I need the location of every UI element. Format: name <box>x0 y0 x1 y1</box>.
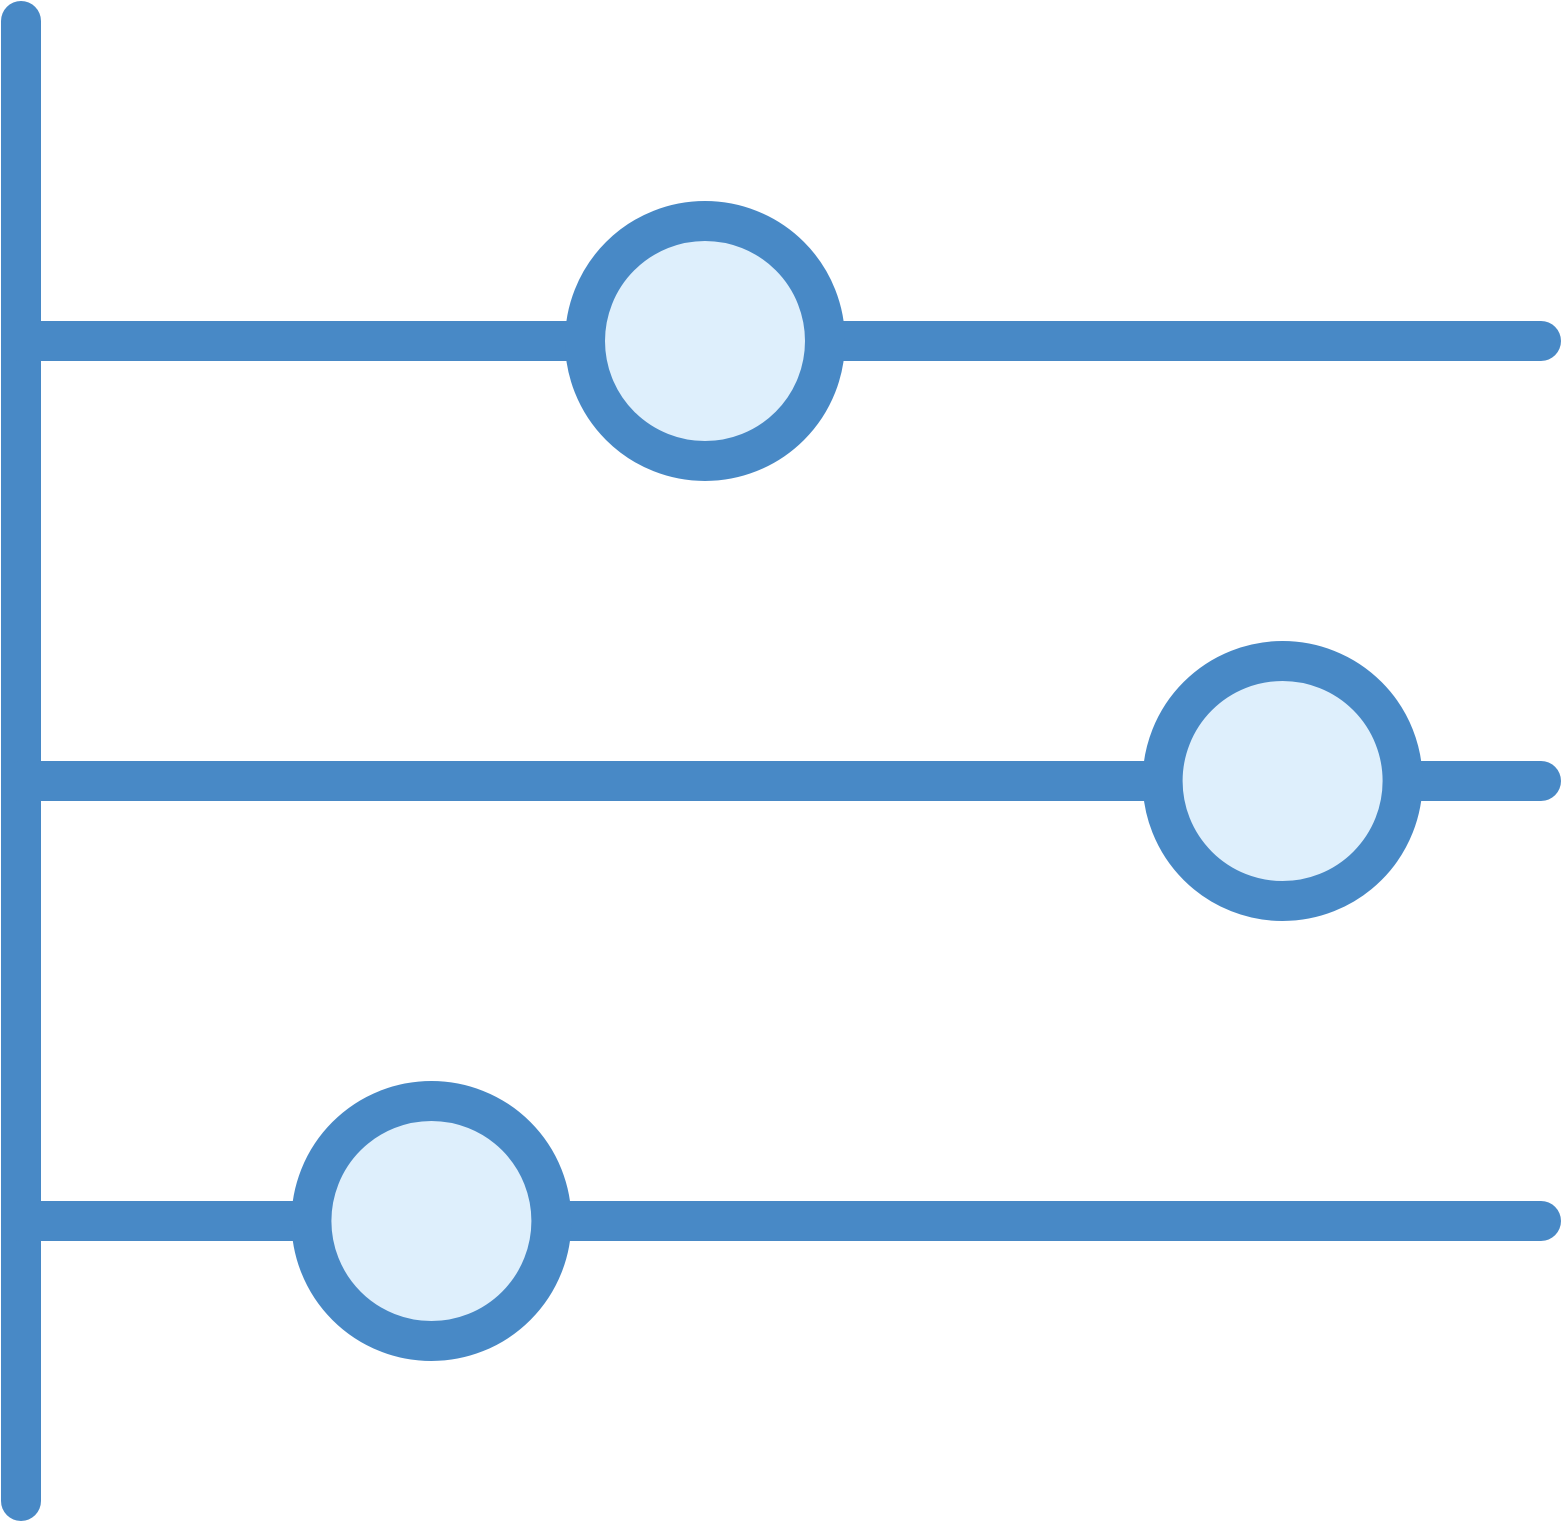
slider-group <box>1 201 1561 1361</box>
slider-knob-middle <box>1142 641 1423 921</box>
slider-knob-bottom <box>291 1081 572 1361</box>
slider-knob-top <box>565 201 845 481</box>
